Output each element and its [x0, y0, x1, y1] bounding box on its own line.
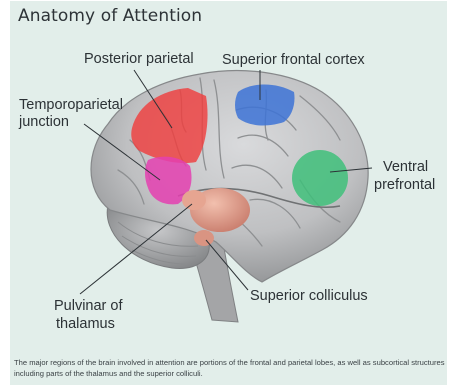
label-posterior-parietal: Posterior parietal [84, 50, 194, 68]
superior-colliculus [194, 230, 214, 246]
pulvinar [182, 190, 206, 210]
label-junction: junction [19, 113, 69, 131]
figure-title: Anatomy of Attention [18, 6, 202, 26]
figure-caption: The major regions of the brain involved … [14, 357, 448, 379]
label-superior-frontal-cortex: Superior frontal cortex [222, 51, 365, 69]
label-pulvinar-of: Pulvinar of [54, 297, 123, 315]
label-ventral: Ventral [383, 158, 428, 176]
label-temporoparietal: Temporoparietal [19, 96, 123, 114]
ventral-prefrontal-region [292, 150, 348, 206]
superior-frontal-region [235, 85, 295, 126]
label-thalamus: thalamus [56, 315, 115, 333]
label-superior-colliculus: Superior colliculus [250, 287, 368, 305]
label-prefrontal: prefrontal [374, 176, 435, 194]
